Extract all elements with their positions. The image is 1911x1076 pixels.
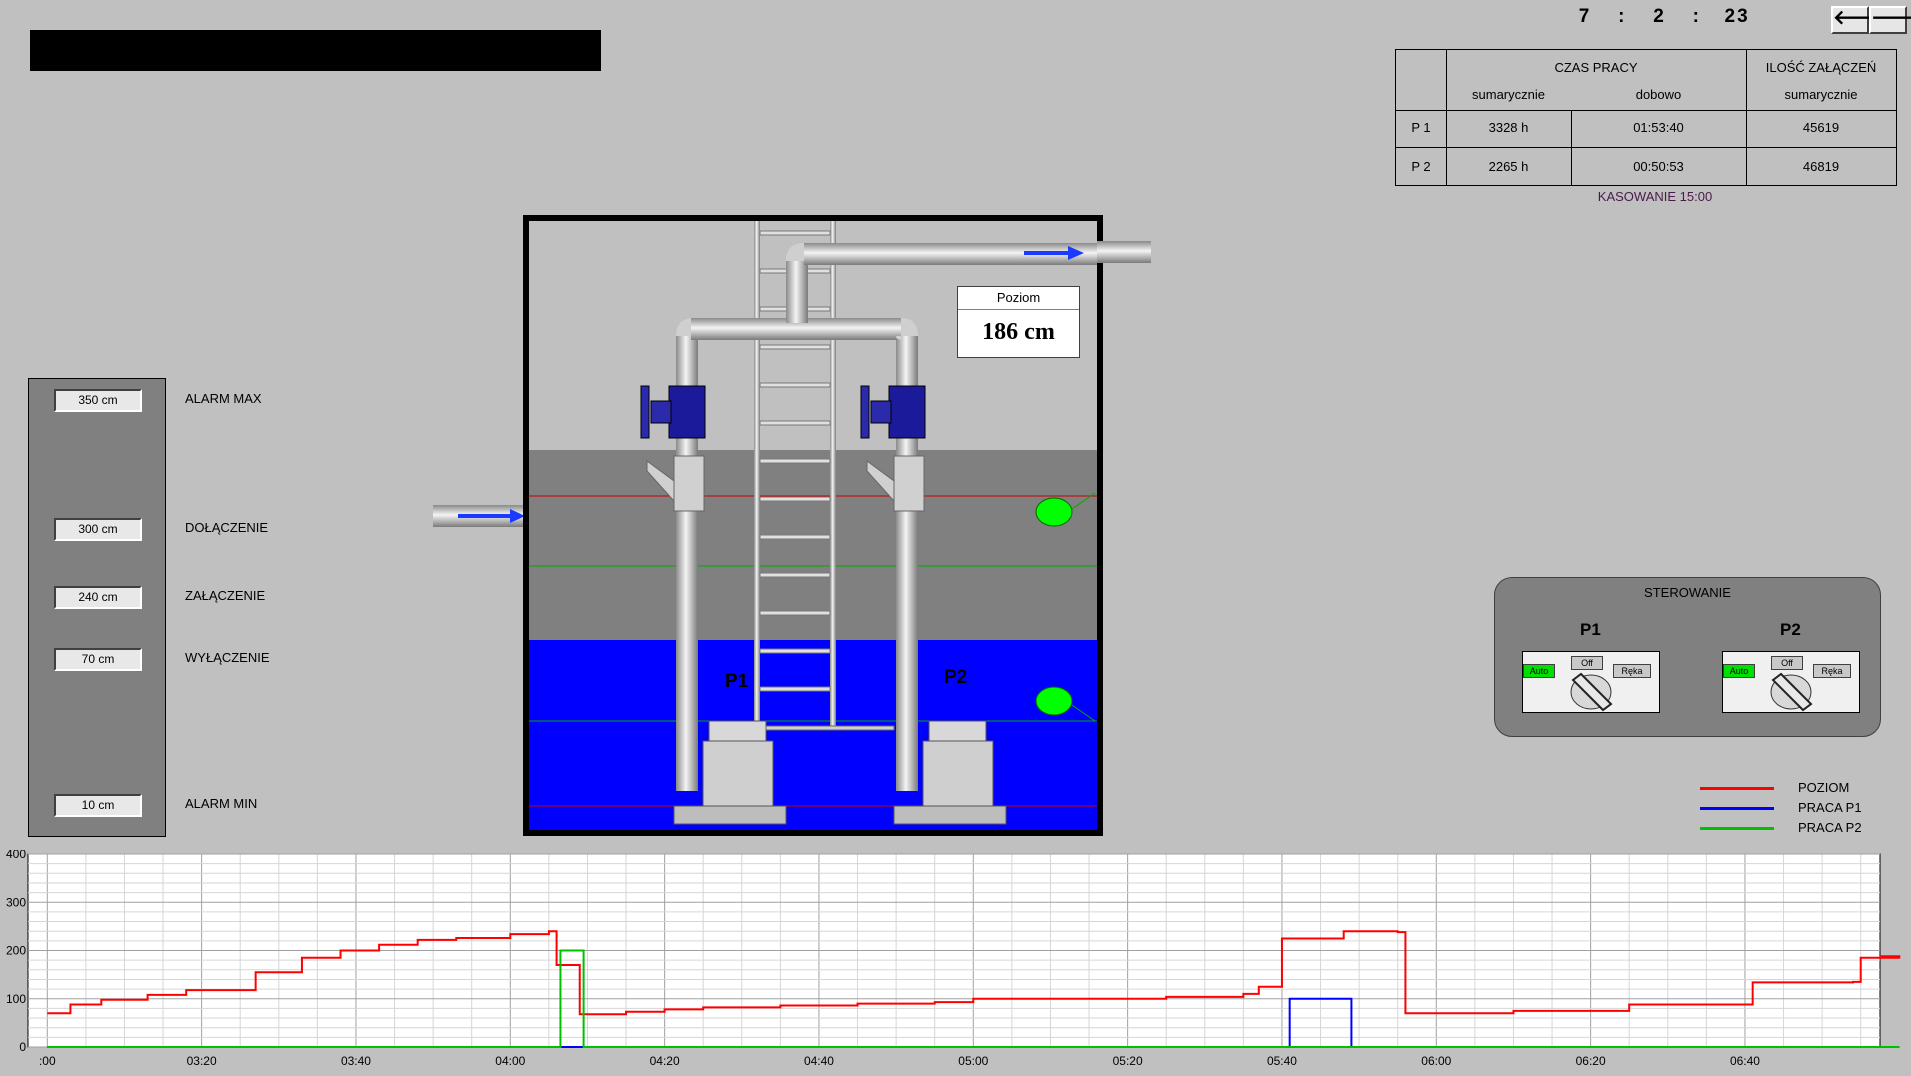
alarm-min-label: ALARM MIN (185, 796, 258, 811)
p1-mode-switch[interactable]: Auto Off Ręka (1522, 651, 1660, 713)
y-tick-label: 400 (6, 850, 26, 861)
clock-minutes: 2 (1653, 6, 1666, 27)
legend-label: POZIOM (1798, 780, 1850, 795)
arrow-right-icon: 🡒 (1871, 7, 1911, 29)
reset-time-label: KASOWANIE 15:00 (1597, 189, 1713, 204)
water-level (529, 640, 1097, 830)
row-label-p1: P 1 (1411, 120, 1431, 135)
clock-separator: : (1618, 6, 1627, 27)
p2-total-hours: 2265 h (1488, 159, 1529, 174)
series-line-poziom (47, 930, 1901, 1016)
operating-stats-table: CZAS PRACY ILOŚĆ ZAŁĄCZEŃ sumarycznie do… (1395, 49, 1897, 186)
p1-daily-time: 01:53:40 (1633, 120, 1684, 135)
rotary-knob-icon (1570, 672, 1613, 712)
level-readout: Poziom 186 cm (957, 286, 1080, 358)
legend-label: PRACA P2 (1798, 820, 1862, 835)
level-readout-value: 186 cm (982, 319, 1055, 345)
tank-schematic (529, 221, 1097, 830)
trend-chart[interactable]: 0 100 200 300 400 :00 03:20 03:40 04:00 04:20 04:4… (0, 850, 1911, 1076)
x-tick-label: 04:40 (804, 1054, 834, 1068)
nav-back-button[interactable]: 🡐 (1831, 6, 1887, 34)
x-tick-label: 06:00 (1421, 1054, 1451, 1068)
control-panel-title: STEROWANIE (1644, 585, 1731, 600)
rotary-knob-icon (1770, 672, 1813, 712)
clock-hours: 7 (1578, 6, 1592, 27)
clock-seconds: 23 (1724, 6, 1750, 27)
upper-zone (529, 450, 1097, 640)
pump-p1-label: P1 (725, 671, 749, 692)
legend-item-p1: PRACA P1 (1700, 800, 1900, 816)
pump-p1-icon (673, 720, 787, 825)
join-level-label: DOŁĄCZENIE (185, 520, 269, 535)
float-switch-upper-icon (1035, 497, 1073, 527)
control-p2-label: P2 (1780, 620, 1801, 639)
y-tick-label: 100 (6, 992, 26, 1006)
x-tick-label: 05:20 (1113, 1054, 1143, 1068)
y-tick-label: 0 (19, 1040, 26, 1054)
x-tick-label: 05:40 (1267, 1054, 1297, 1068)
series-line-praca-p2 (47, 949, 1900, 1048)
level-readout-label: Poziom (958, 287, 1079, 310)
p2-daily-time: 00:50:53 (1633, 159, 1684, 174)
p1-mode-auto[interactable]: Auto (1523, 664, 1555, 678)
subheader-total: sumarycznie (1472, 87, 1545, 102)
x-tick-label: :00 (39, 1054, 56, 1068)
subheader-daily: dobowo (1635, 87, 1682, 102)
subheader-total-count: sumarycznie (1784, 87, 1858, 102)
y-tick-label: 200 (6, 944, 26, 958)
legend-label: PRACA P1 (1798, 800, 1862, 815)
header-operating-time: CZAS PRACY (1554, 60, 1638, 75)
control-p1-label: P1 (1580, 620, 1601, 639)
p1-total-hours: 3328 h (1488, 120, 1529, 135)
x-tick-label: 03:20 (187, 1054, 217, 1068)
valve-p1-icon (640, 385, 706, 439)
outlet-pipe (1097, 241, 1151, 263)
stop-level-label: WYŁĄCZENIE (185, 650, 270, 665)
clock: 7 : 2 : 23 (1570, 6, 1755, 28)
p2-mode-auto[interactable]: Auto (1723, 664, 1755, 678)
alarm-min-input[interactable]: 10 cm (54, 794, 142, 817)
p2-mode-off[interactable]: Off (1771, 656, 1803, 670)
level-settings-panel: 350 cm 300 cm 240 cm 70 cm 10 cm (28, 378, 166, 837)
p2-mode-manual[interactable]: Ręka (1813, 664, 1851, 678)
title-bar (30, 30, 601, 71)
x-tick-label: 04:00 (495, 1054, 525, 1068)
y-tick-label: 300 (6, 895, 26, 909)
start-level-label: ZAŁĄCZENIE (185, 588, 266, 603)
p1-switch-count: 45619 (1802, 120, 1840, 135)
flow-arrow-icon (458, 509, 525, 523)
header-switch-count: ILOŚĆ ZAŁĄCZEŃ (1765, 60, 1877, 75)
x-tick-label: 05:00 (958, 1054, 988, 1068)
p1-mode-off[interactable]: Off (1571, 656, 1603, 670)
p1-mode-manual[interactable]: Ręka (1613, 664, 1651, 678)
p2-switch-count: 46819 (1802, 159, 1840, 174)
alarm-max-label: ALARM MAX (185, 391, 262, 406)
pump-p2-icon (893, 720, 1007, 825)
control-panel: STEROWANIE P1 P2 Auto Off Ręka Auto Off … (1494, 577, 1881, 737)
clock-separator: : (1692, 6, 1701, 27)
flow-arrow-icon (1024, 246, 1084, 260)
nav-forward-button[interactable]: 🡒 (1869, 6, 1911, 34)
float-switch-lower-icon (1035, 686, 1073, 716)
join-level-input[interactable]: 300 cm (54, 518, 142, 541)
row-label-p2: P 2 (1411, 159, 1431, 174)
legend-item-level: POZIOM (1700, 780, 1900, 796)
x-tick-label: 06:20 (1576, 1054, 1606, 1068)
pump-p2-label: P2 (944, 667, 968, 688)
x-tick-label: 06:40 (1730, 1054, 1760, 1068)
stop-level-input[interactable]: 70 cm (54, 648, 142, 671)
legend-item-p2: PRACA P2 (1700, 820, 1900, 836)
x-tick-label: 03:40 (341, 1054, 371, 1068)
p2-mode-switch[interactable]: Auto Off Ręka (1722, 651, 1860, 713)
valve-p2-icon (860, 385, 926, 439)
x-tick-label: 04:20 (650, 1054, 680, 1068)
alarm-max-input[interactable]: 350 cm (54, 389, 142, 412)
start-level-input[interactable]: 240 cm (54, 586, 142, 609)
